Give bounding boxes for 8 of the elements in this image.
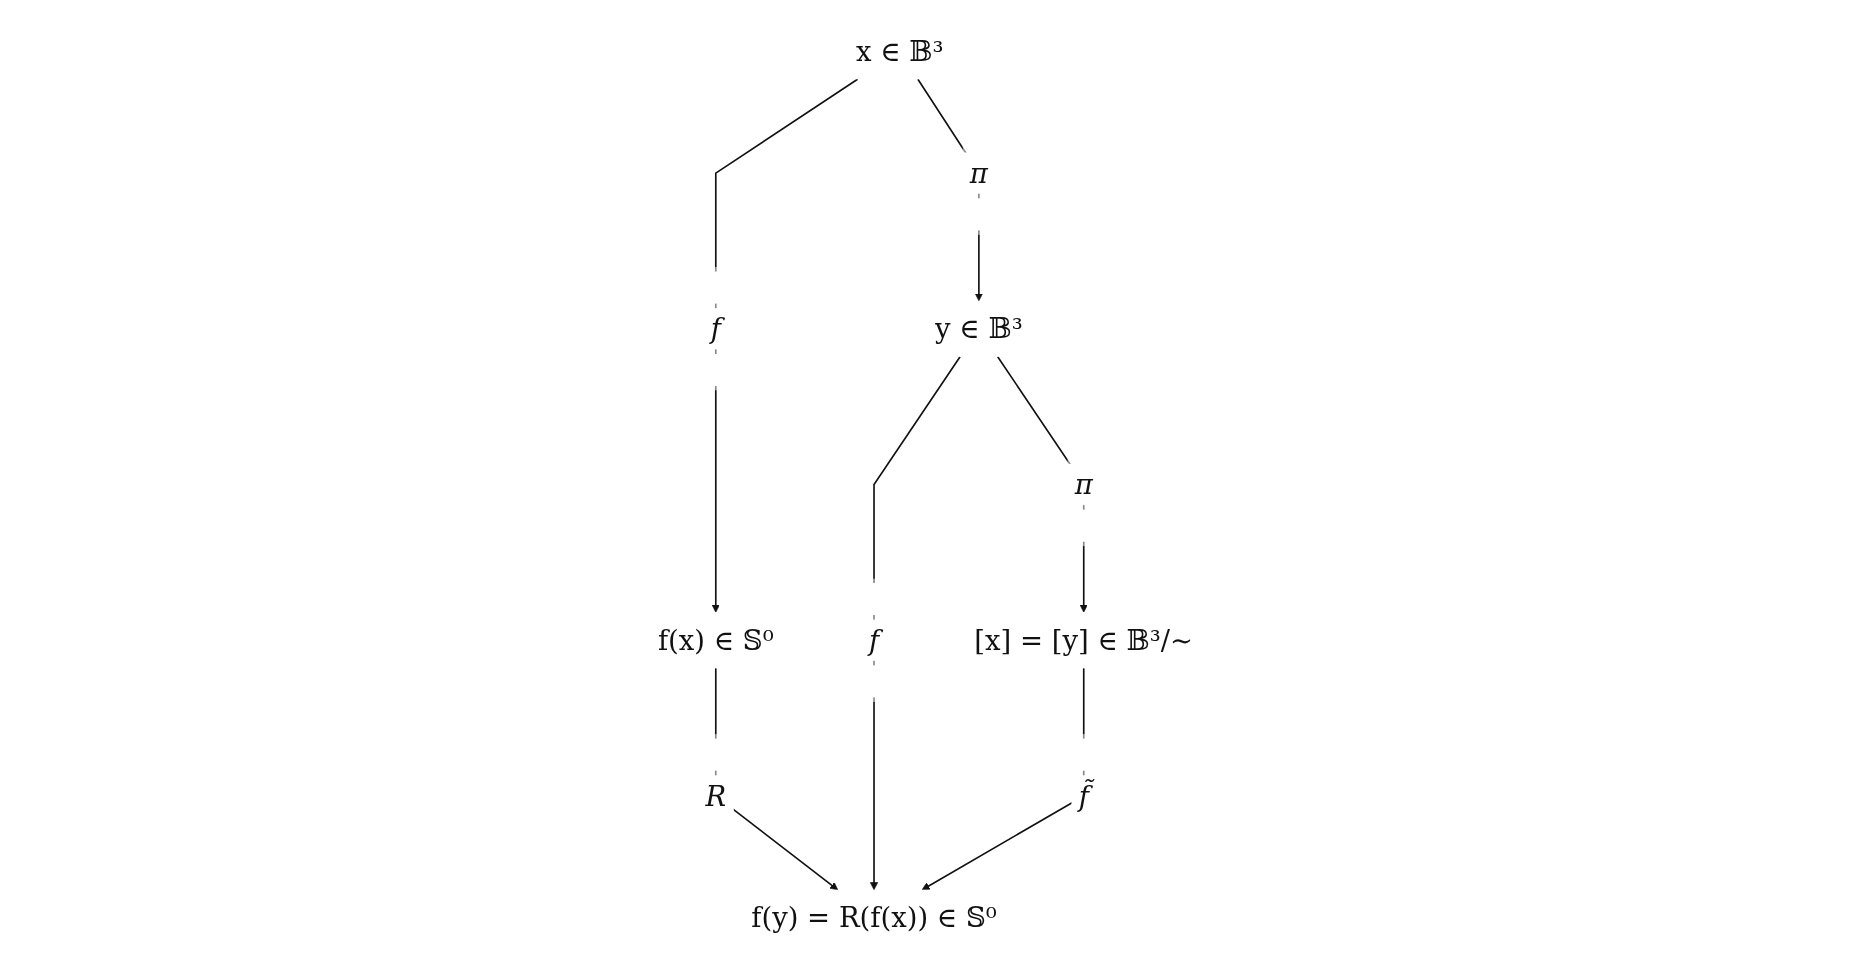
node-text: x ∈ 𝔹³ [855, 35, 944, 68]
node-text: [x] = [y] ∈ 𝔹³/∼ [974, 624, 1194, 657]
node-text: f(y) = R(f(x)) ∈ 𝕊⁰ [751, 901, 997, 934]
edge-label: R [705, 779, 727, 812]
edge-label: π [1074, 468, 1093, 501]
node-text: f(x) ∈ 𝕊⁰ [657, 624, 774, 657]
edge-label: π [969, 157, 988, 190]
node-text: y ∈ 𝔹³ [935, 312, 1023, 345]
